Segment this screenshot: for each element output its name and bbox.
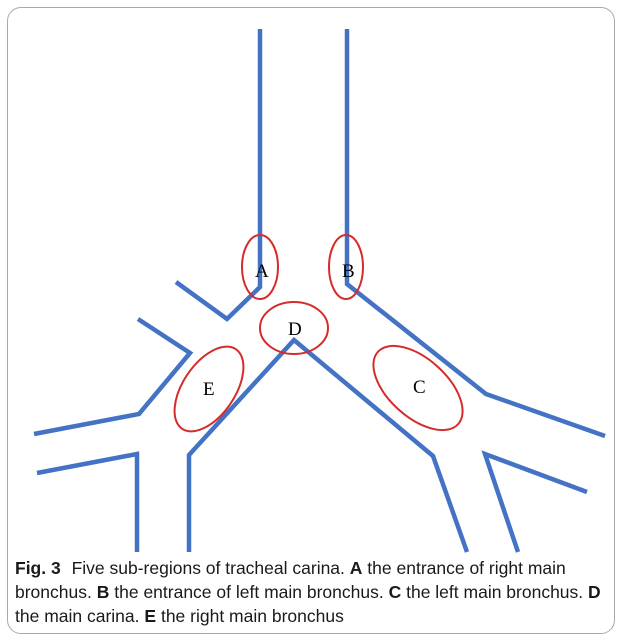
trachea-left-wall xyxy=(176,29,260,319)
caption-key-e: E xyxy=(144,606,156,626)
caption-key-d: D xyxy=(588,582,601,602)
carina-inner-walls xyxy=(189,340,467,552)
right-bronchus-upper-wall xyxy=(34,319,190,434)
caption-text-b: the entrance of left main bronchus. xyxy=(114,582,383,602)
caption-key-c: C xyxy=(389,582,402,602)
figure-frame: A B D E C Fig. 3 Five sub-regions of tra… xyxy=(7,7,615,634)
region-markers xyxy=(161,235,478,446)
airway-outline xyxy=(34,29,605,552)
figure-caption: Fig. 3 Five sub-regions of tracheal cari… xyxy=(15,556,611,628)
region-e-label: E xyxy=(203,379,215,400)
caption-text-c: the left main bronchus. xyxy=(406,582,583,602)
left-lower-bronchus xyxy=(485,454,587,552)
caption-text-e: the right main bronchus xyxy=(161,606,344,626)
tracheal-carina-diagram: A B D E C xyxy=(7,7,615,634)
caption-text-d: the main carina. xyxy=(15,606,140,626)
trachea-right-wall xyxy=(347,29,605,436)
caption-key-a: A xyxy=(350,558,363,578)
region-a-label: A xyxy=(255,261,269,282)
right-lower-bronchus xyxy=(37,454,137,552)
region-d-label: D xyxy=(288,319,302,340)
region-labels: A B D E C xyxy=(203,261,426,400)
region-c-label: C xyxy=(413,377,426,398)
caption-key-b: B xyxy=(97,582,110,602)
figure-number: Fig. 3 xyxy=(15,558,61,578)
region-b-label: B xyxy=(342,261,355,282)
figure-title: Five sub-regions of tracheal carina. xyxy=(72,558,345,578)
